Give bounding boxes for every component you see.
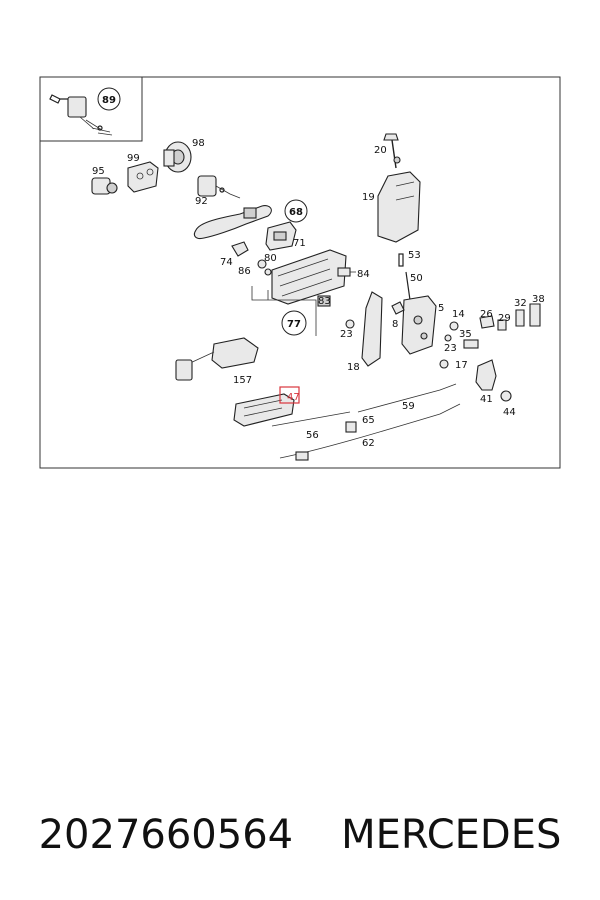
part-99-drawing: [127, 161, 159, 193]
part-caption: 2027660564 MERCEDES: [0, 800, 600, 870]
callout-89-label: 89: [102, 95, 116, 106]
callout-77: 77: [281, 310, 307, 336]
part-62-drawing: [279, 403, 461, 461]
label-44: 44: [503, 407, 516, 418]
label-29: 29: [498, 313, 511, 324]
part-20-drawing: [383, 133, 401, 169]
part-74-drawing: [231, 241, 249, 257]
part-95-drawing: [91, 177, 118, 195]
label-56: 56: [306, 430, 319, 441]
part-18-drawing: [361, 291, 383, 367]
label-59: 59: [402, 401, 415, 412]
label-41: 41: [480, 394, 493, 405]
part-23-drawing: [345, 319, 452, 342]
part-number: 2027660564: [38, 812, 294, 858]
label-17: 17: [455, 360, 468, 371]
part-65-drawing: [345, 421, 357, 433]
label-80: 80: [264, 253, 277, 264]
part-53-50-drawing: [398, 253, 411, 301]
part-56-drawing: [271, 411, 351, 427]
part-19-drawing: [377, 171, 421, 243]
label-84: 84: [357, 269, 370, 280]
label-50: 50: [410, 273, 423, 284]
label-157: 157: [233, 375, 252, 386]
part-44-drawing: [500, 390, 512, 402]
part-98-drawing: [163, 141, 192, 173]
callout-89: 89: [97, 87, 121, 111]
label-8: 8: [392, 319, 398, 330]
label-74: 74: [220, 257, 233, 268]
highlight-box-47: [279, 386, 300, 404]
part-26-29-32-38-drawing: [479, 303, 541, 331]
label-92: 92: [195, 196, 208, 207]
label-26: 26: [480, 309, 493, 320]
callout-68-label: 68: [289, 207, 303, 218]
label-65: 65: [362, 415, 375, 426]
part-68-handle-drawing: [193, 205, 272, 240]
label-5: 5: [438, 303, 444, 314]
part-89-drawing: [49, 94, 113, 136]
label-23b: 23: [444, 343, 457, 354]
inset-frame: [40, 77, 143, 142]
label-95: 95: [92, 166, 105, 177]
label-83: 83: [318, 296, 331, 307]
label-19: 19: [362, 192, 375, 203]
part-157-drawing: [175, 337, 259, 381]
label-14: 14: [452, 309, 465, 320]
label-35: 35: [459, 329, 472, 340]
label-32: 32: [514, 298, 527, 309]
part-8-drawing: [391, 301, 405, 315]
parts-diagram: 89 68 77 47 98 20 99 95 92 19 71 74 80 8…: [39, 76, 561, 469]
label-62: 62: [362, 438, 375, 449]
label-23a: 23: [340, 329, 353, 340]
part-77-83-drawing: [251, 249, 347, 336]
label-47: 47: [287, 392, 300, 403]
label-99: 99: [127, 153, 140, 164]
label-18: 18: [347, 362, 360, 373]
part-71-drawing: [265, 221, 297, 251]
label-53: 53: [408, 250, 421, 261]
label-71: 71: [293, 238, 306, 249]
part-84-drawing: [337, 267, 356, 277]
label-98: 98: [192, 138, 205, 149]
callout-68: 68: [284, 199, 308, 223]
part-41-drawing: [475, 359, 497, 391]
label-38: 38: [532, 294, 545, 305]
part-47-drawing: [233, 393, 295, 427]
label-20: 20: [374, 145, 387, 156]
brand-name: MERCEDES: [341, 812, 562, 858]
part-80-86-drawing: [257, 259, 272, 276]
part-59-drawing: [357, 383, 457, 413]
label-86: 86: [238, 266, 251, 277]
part-17-drawing: [439, 359, 449, 369]
callout-77-label: 77: [287, 319, 301, 330]
part-92-drawing: [197, 175, 241, 199]
part-5-lock-drawing: [401, 295, 437, 355]
part-14-35-drawing: [449, 321, 479, 349]
